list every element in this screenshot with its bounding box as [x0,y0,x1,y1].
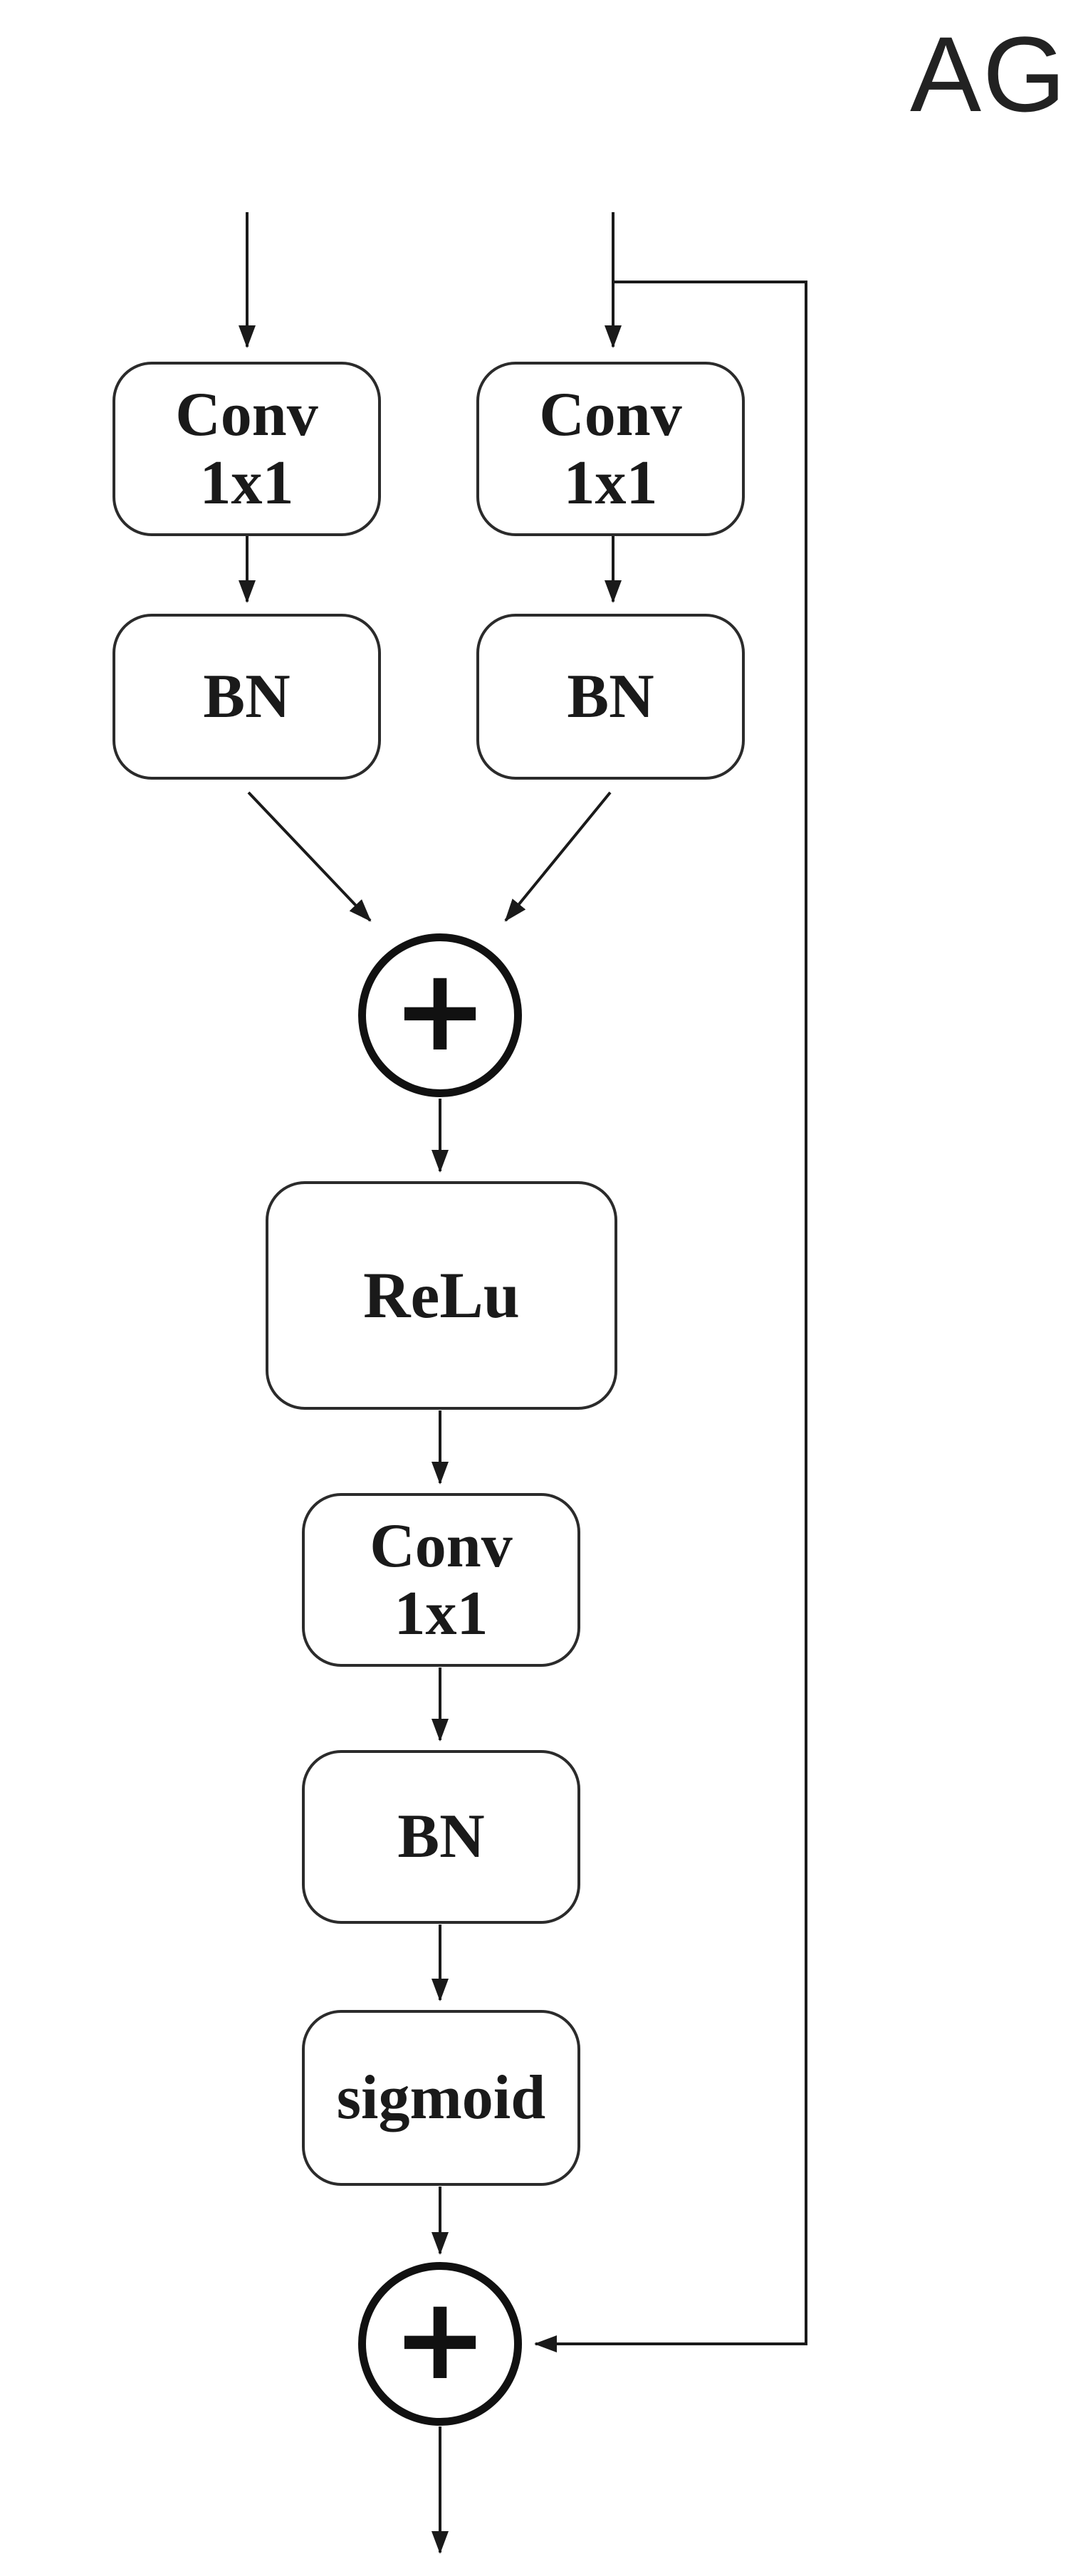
arrow-bnright-to-add1 [504,791,612,922]
add-node-2: + [358,2262,522,2426]
conv1x1-left-node: Conv 1x1 [113,362,381,536]
sigmoid-node: sigmoid [302,2010,580,2186]
relu-node: ReLu [266,1181,617,1410]
node-label: sigmoid [336,2063,546,2132]
bn-mid-node: BN [302,1750,580,1924]
conv1x1-mid-node: Conv 1x1 [302,1493,580,1667]
skip-connection-line [534,281,807,2352]
node-label-line: Conv [539,380,682,450]
node-label: BN [397,1802,485,1872]
node-label-line: 1x1 [563,448,658,518]
arrow-bnleft-to-add1 [247,791,372,922]
conv1x1-right-node: Conv 1x1 [476,362,745,536]
node-label: BN [203,661,291,731]
node-label: BN [567,661,654,731]
node-label-line: Conv [175,380,318,450]
node-label: ReLu [363,1258,520,1331]
node-label-line: 1x1 [199,448,294,518]
node-label-line: 1x1 [394,1579,488,1648]
plus-icon: + [392,943,488,1077]
bn-right-node: BN [476,614,745,780]
add-node-1: + [358,933,522,1097]
plus-icon: + [392,2272,488,2405]
bn-left-node: BN [113,614,381,780]
diagram-title: AG [910,14,1067,134]
node-label-line: Conv [370,1511,513,1581]
